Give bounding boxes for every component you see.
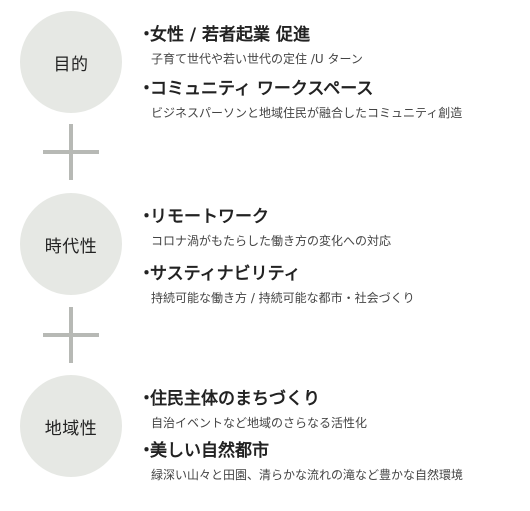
- item-description: コロナ渦がもたらした働き方の変化への対応: [151, 234, 392, 248]
- section-label: 目的: [53, 54, 89, 75]
- list-item: ・住民主体のまちづくり 自治イベントなど地域のさらなる活性化: [138, 388, 367, 431]
- item-title: ・リモートワーク: [138, 207, 269, 227]
- plus-icon: [43, 124, 99, 180]
- item-title: ・コミュニティ ワークスペース: [138, 79, 374, 99]
- item-description: 緑深い山々と田園、清らかな流れの滝など豊かな自然環境: [151, 468, 464, 482]
- bullet-icon: ・: [138, 79, 155, 99]
- bullet-icon: ・: [138, 207, 155, 227]
- bullet-icon: ・: [138, 264, 155, 284]
- plus-icon: [43, 307, 99, 363]
- section-label: 時代性: [44, 236, 98, 257]
- section-label-circle: 目的: [20, 11, 122, 113]
- list-item: ・女性 / 若者起業 促進 子育て世代や若い世代の定住 /U ターン: [138, 24, 363, 67]
- bullet-icon: ・: [138, 441, 155, 461]
- list-item: ・サスティナビリティ 持続可能な働き方 / 持続可能な都市・社会づくり: [138, 263, 415, 306]
- item-description: 子育て世代や若い世代の定住 /U ターン: [151, 52, 363, 66]
- item-title: ・住民主体のまちづくり: [138, 389, 320, 409]
- item-title: ・美しい自然都市: [138, 441, 269, 461]
- bullet-icon: ・: [138, 25, 155, 45]
- section-label-circle: 時代性: [20, 193, 122, 295]
- list-item: ・美しい自然都市 緑深い山々と田園、清らかな流れの滝など豊かな自然環境: [138, 440, 463, 483]
- item-title: ・サスティナビリティ: [138, 264, 301, 284]
- section-label-circle: 地域性: [20, 375, 122, 477]
- item-description: 自治イベントなど地域のさらなる活性化: [151, 416, 368, 430]
- item-title: ・女性 / 若者起業 促進: [138, 25, 310, 45]
- bullet-icon: ・: [138, 389, 155, 409]
- item-description: ビジネスパーソンと地域住民が融合したコミュニティ創造: [151, 106, 463, 120]
- list-item: ・リモートワーク コロナ渦がもたらした働き方の変化への対応: [138, 206, 391, 249]
- item-description: 持続可能な働き方 / 持続可能な都市・社会づくり: [151, 291, 415, 305]
- section-label: 地域性: [44, 418, 98, 439]
- list-item: ・コミュニティ ワークスペース ビジネスパーソンと地域住民が融合したコミュニティ…: [138, 78, 462, 121]
